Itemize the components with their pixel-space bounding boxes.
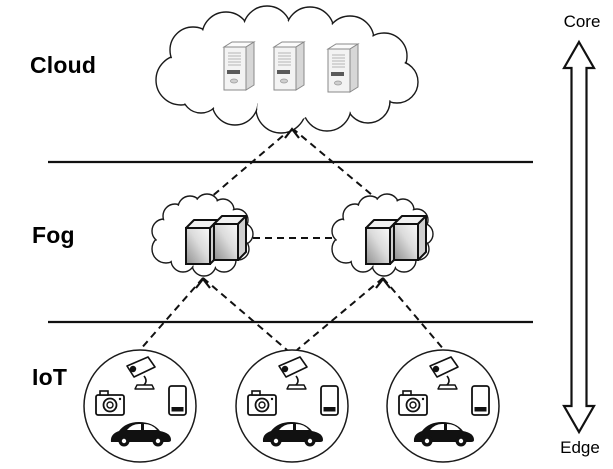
link-fog-left-to-iot-1 bbox=[138, 277, 204, 352]
link-cloud-to-fog-right bbox=[291, 127, 379, 201]
iot-circle bbox=[83, 349, 197, 463]
photo-camera-icon bbox=[95, 390, 125, 416]
link-fog-left-to-iot-2 bbox=[202, 277, 288, 351]
server-icon bbox=[272, 41, 306, 91]
photo-camera-icon bbox=[247, 390, 277, 416]
photo-camera-icon bbox=[398, 390, 428, 416]
core-edge-arrow-icon bbox=[562, 39, 596, 435]
car-icon bbox=[413, 422, 474, 447]
cctv-camera-icon bbox=[278, 356, 308, 390]
smartphone-icon bbox=[471, 385, 490, 416]
link-fog-right-to-iot-3 bbox=[382, 277, 446, 352]
iot-circle bbox=[235, 349, 349, 463]
car-icon bbox=[110, 422, 171, 447]
arrowhead-up-icon bbox=[195, 277, 211, 289]
link-fog-right-to-iot-2 bbox=[296, 277, 384, 351]
smartphone-icon bbox=[168, 385, 187, 416]
iot-group-1 bbox=[83, 349, 197, 463]
server-icon bbox=[326, 43, 360, 93]
smartphone-icon bbox=[320, 385, 339, 416]
cctv-camera-icon bbox=[126, 356, 156, 390]
cloud-layer-cloud bbox=[155, 5, 419, 134]
fog-cloud-left bbox=[151, 193, 254, 277]
cloud-layer-label: Cloud bbox=[30, 52, 97, 78]
server-icon bbox=[222, 41, 256, 91]
fog-node-icon bbox=[393, 215, 427, 261]
arrowhead-up-icon bbox=[375, 277, 391, 289]
fog-cloud-right bbox=[331, 193, 434, 277]
fog-node-icon bbox=[213, 215, 247, 261]
core-axis-label: Core bbox=[563, 12, 601, 31]
iot-group-2 bbox=[235, 349, 349, 463]
arrowhead-up-icon bbox=[284, 127, 300, 139]
fog-layer-label: Fog bbox=[32, 222, 75, 248]
iot-group-3 bbox=[386, 349, 500, 463]
iot-circle bbox=[386, 349, 500, 463]
iot-layer-label: IoT bbox=[32, 364, 68, 390]
edge-axis-label: Edge bbox=[560, 438, 600, 457]
cctv-camera-icon bbox=[429, 356, 459, 390]
car-icon bbox=[262, 422, 323, 447]
